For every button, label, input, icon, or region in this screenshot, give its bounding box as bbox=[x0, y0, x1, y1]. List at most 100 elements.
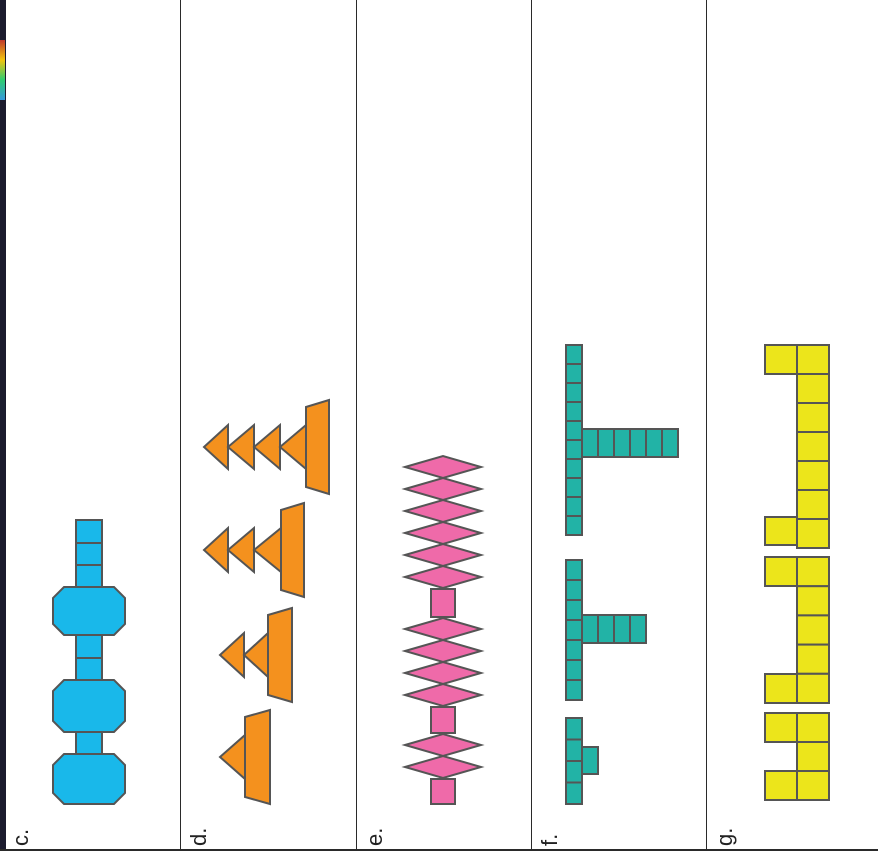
square-tile bbox=[796, 489, 830, 520]
triangle-tile bbox=[278, 422, 307, 472]
square-tile bbox=[581, 614, 599, 644]
square-tile bbox=[75, 657, 103, 681]
square-tile bbox=[796, 585, 830, 617]
square-tile bbox=[565, 477, 583, 498]
square-tile bbox=[565, 781, 583, 805]
square-tile bbox=[75, 564, 103, 588]
square-tile bbox=[565, 363, 583, 384]
square-tile bbox=[565, 496, 583, 517]
triangle-tile bbox=[218, 732, 246, 782]
square-tile bbox=[565, 515, 583, 536]
square-tile bbox=[764, 712, 798, 743]
pattern-f-square-t bbox=[565, 344, 679, 805]
rhombus-tile bbox=[401, 520, 485, 546]
square-tile bbox=[796, 460, 830, 491]
rhombus-tile bbox=[401, 682, 485, 708]
square-tile bbox=[597, 428, 615, 458]
triangle-tile bbox=[202, 422, 229, 472]
square-tile bbox=[565, 760, 583, 784]
octagon-tile bbox=[52, 753, 126, 805]
octagon-tile bbox=[52, 679, 126, 733]
square-tile bbox=[629, 614, 647, 644]
column-divider bbox=[531, 0, 532, 850]
square-tile bbox=[796, 518, 830, 549]
square-tile bbox=[796, 373, 830, 404]
left-edge-color-mark bbox=[0, 40, 5, 100]
square-tile bbox=[75, 542, 103, 566]
square-tile bbox=[796, 643, 830, 675]
square-tile bbox=[565, 344, 583, 365]
square-tile bbox=[796, 672, 830, 704]
pattern-e-rhombi-squares bbox=[401, 454, 485, 805]
triangle-tile bbox=[226, 525, 255, 575]
pattern-c-octagons-squares bbox=[52, 519, 126, 805]
square-tile bbox=[597, 614, 615, 644]
square-tile bbox=[645, 428, 663, 458]
square-tile bbox=[565, 659, 583, 681]
square-tile bbox=[764, 556, 798, 587]
square-tile bbox=[75, 731, 103, 755]
rhombus-tile bbox=[401, 660, 485, 686]
square-tile bbox=[565, 439, 583, 460]
square-tile bbox=[629, 428, 647, 458]
triangle-tile bbox=[242, 630, 269, 680]
square-tile bbox=[565, 738, 583, 762]
square-tile bbox=[565, 420, 583, 441]
square-tile bbox=[661, 428, 679, 458]
triangle-tile bbox=[218, 630, 245, 680]
square-tile bbox=[565, 559, 583, 581]
triangle-tile bbox=[226, 422, 255, 472]
square-tile bbox=[796, 712, 830, 743]
square-tile bbox=[796, 614, 830, 646]
square-tile bbox=[764, 770, 798, 801]
trapezoid-tile bbox=[305, 398, 330, 496]
square-tile bbox=[430, 588, 456, 618]
square-tile bbox=[796, 556, 830, 588]
square-tile bbox=[565, 619, 583, 641]
column-divider bbox=[180, 0, 181, 850]
square-tile bbox=[430, 706, 456, 734]
square-tile bbox=[764, 344, 798, 375]
column-divider bbox=[706, 0, 707, 850]
rhombus-tile bbox=[401, 638, 485, 664]
pattern-g-square-j bbox=[764, 344, 830, 801]
square-tile bbox=[796, 431, 830, 462]
rhombus-tile bbox=[401, 616, 485, 642]
square-tile bbox=[796, 741, 830, 772]
column-divider bbox=[356, 0, 357, 850]
trapezoid-tile bbox=[280, 501, 305, 599]
rhombus-tile bbox=[401, 454, 485, 480]
bottom-border bbox=[0, 849, 878, 851]
square-tile bbox=[796, 344, 830, 375]
square-tile bbox=[565, 717, 583, 741]
square-tile bbox=[75, 519, 103, 544]
square-tile bbox=[565, 579, 583, 601]
square-tile bbox=[764, 516, 798, 546]
trapezoid-tile bbox=[267, 606, 293, 704]
square-tile bbox=[565, 679, 583, 701]
triangle-tile bbox=[202, 525, 229, 575]
square-tile bbox=[764, 673, 798, 704]
rhombus-tile bbox=[401, 564, 485, 590]
pattern-d-triangles-trapezoids bbox=[202, 398, 330, 806]
triangle-tile bbox=[252, 525, 282, 575]
square-tile bbox=[796, 770, 830, 801]
left-edge-strip bbox=[0, 0, 6, 851]
square-tile bbox=[565, 401, 583, 422]
square-tile bbox=[565, 458, 583, 479]
square-tile bbox=[613, 614, 631, 644]
square-tile bbox=[581, 428, 599, 458]
rhombus-tile bbox=[401, 498, 485, 524]
trapezoid-tile bbox=[244, 708, 271, 806]
rhombus-tile bbox=[401, 732, 485, 758]
octagon-tile bbox=[52, 586, 126, 636]
square-tile bbox=[565, 382, 583, 403]
square-tile bbox=[430, 778, 456, 805]
square-tile bbox=[565, 639, 583, 661]
square-tile bbox=[796, 402, 830, 433]
rhombus-tile bbox=[401, 542, 485, 568]
square-tile bbox=[581, 746, 599, 775]
rhombus-tile bbox=[401, 476, 485, 502]
square-tile bbox=[613, 428, 631, 458]
